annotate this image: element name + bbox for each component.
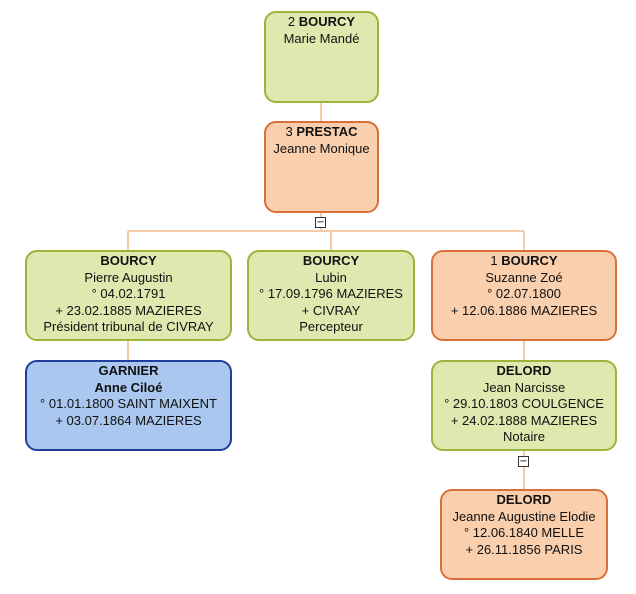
sosa-number: 3 <box>285 124 293 139</box>
person-death: + 26.11.1856 PARIS <box>465 541 583 557</box>
person-card-delord-jeanne[interactable]: DELORD Jeanne Augustine Elodie ° 12.06.1… <box>440 489 608 580</box>
person-death: + 03.07.1864 MAZIERES <box>55 412 202 428</box>
person-heading: 1 BOURCY <box>433 253 615 270</box>
person-occupation: Percepteur <box>299 319 363 334</box>
person-birth: ° 02.07.1800 <box>487 286 561 301</box>
person-occupation: Président tribunal de CIVRAY <box>43 319 214 334</box>
person-surname: GARNIER <box>98 363 159 378</box>
person-card-bourcy-pierre[interactable]: BOURCY Pierre Augustin ° 04.02.1791 + 23… <box>25 250 232 341</box>
person-given-name: Suzanne Zoé <box>485 269 563 285</box>
person-given-name: Pierre Augustin <box>84 269 173 285</box>
person-birth: ° 04.02.1791 <box>91 286 166 301</box>
person-birth: ° 12.06.1840 MELLE <box>463 525 585 540</box>
person-card-prestac-jeanne[interactable]: 3 PRESTAC Jeanne Monique <box>264 121 379 213</box>
person-heading: 2 BOURCY <box>266 14 377 31</box>
person-given-name: Lubin <box>315 269 347 285</box>
person-surname: BOURCY <box>298 14 356 29</box>
person-card-bourcy-suzanne[interactable]: 1 BOURCY Suzanne Zoé ° 02.07.1800 + 12.0… <box>431 250 617 341</box>
person-occupation: Notaire <box>503 429 545 444</box>
person-card-bourcy-marie[interactable]: 2 BOURCY Marie Mandé <box>264 11 379 103</box>
person-card-bourcy-lubin[interactable]: BOURCY Lubin ° 17.09.1796 MAZIERES + CIV… <box>247 250 415 341</box>
person-given-name: Marie Mandé <box>283 30 360 46</box>
person-heading: 3 PRESTAC <box>266 124 377 141</box>
sosa-number: 1 <box>490 253 498 268</box>
person-death: + 23.02.1885 MAZIERES <box>55 302 202 318</box>
person-given-name: Anne Ciloé <box>94 379 163 395</box>
person-birth: ° 17.09.1796 MAZIERES <box>259 286 403 301</box>
person-given-name: Jeanne Augustine Elodie <box>452 508 596 524</box>
person-surname: DELORD <box>496 363 552 378</box>
person-given-name: Jean Narcisse <box>482 379 566 395</box>
person-birth: ° 01.01.1800 SAINT MAIXENT <box>40 396 217 411</box>
collapse-toggle-parents[interactable]: − <box>315 217 326 228</box>
person-card-garnier-anne[interactable]: GARNIER Anne Ciloé ° 01.01.1800 SAINT MA… <box>25 360 232 451</box>
person-card-delord-jean[interactable]: DELORD Jean Narcisse ° 29.10.1803 COULGE… <box>431 360 617 451</box>
person-surname: BOURCY <box>501 253 558 268</box>
person-surname: BOURCY <box>302 253 360 268</box>
sosa-number: 2 <box>287 14 296 29</box>
collapse-toggle-children[interactable]: − <box>518 456 529 467</box>
person-surname: BOURCY <box>100 253 157 268</box>
person-given-name: Jeanne Monique <box>273 140 370 156</box>
person-death: + 12.06.1886 MAZIERES <box>450 302 598 318</box>
person-death: + 24.02.1888 MAZIERES <box>450 412 598 428</box>
person-surname: DELORD <box>496 492 552 507</box>
person-birth: ° 29.10.1803 COULGENCE <box>444 396 604 411</box>
person-death: + CIVRAY <box>301 302 361 318</box>
person-surname: PRESTAC <box>296 124 358 139</box>
